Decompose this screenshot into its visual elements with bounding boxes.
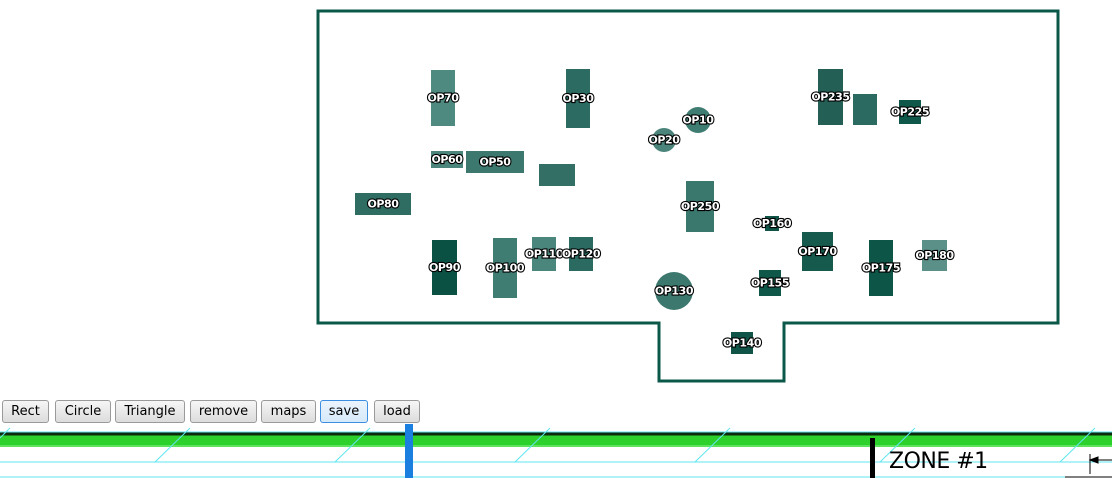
- shape-op60[interactable]: [431, 151, 463, 168]
- maps-button[interactable]: maps: [261, 400, 316, 423]
- shape-label-op225: OP225: [891, 106, 929, 119]
- shape-op235[interactable]: [818, 69, 843, 125]
- shape-label-op110: OP110: [525, 248, 564, 261]
- shape-op140[interactable]: [731, 332, 753, 354]
- shape-op225[interactable]: [899, 100, 921, 124]
- shape-label-op20: OP20: [648, 134, 680, 147]
- shape-label-op130: OP130: [655, 285, 694, 298]
- shape-op110[interactable]: [532, 237, 556, 271]
- remove-button[interactable]: remove: [190, 400, 257, 423]
- shape-label-op50: OP50: [479, 156, 511, 169]
- shape-op50[interactable]: [466, 151, 524, 173]
- shape-unlabeled-a[interactable]: [853, 94, 877, 125]
- track-bar: [0, 433, 1112, 447]
- shape-op70[interactable]: [431, 70, 455, 126]
- shape-label-op160: OP160: [753, 217, 792, 230]
- triangle-button[interactable]: Triangle: [115, 400, 185, 423]
- shape-label-op90: OP90: [429, 261, 461, 274]
- rect-button[interactable]: Rect: [2, 400, 49, 423]
- shape-label-op100: OP100: [486, 262, 525, 275]
- diagonal-guides: [0, 427, 1096, 463]
- dimension-icon: [1065, 454, 1112, 478]
- shape-label-op120: OP120: [562, 248, 601, 261]
- shape-label-op155: OP155: [751, 277, 789, 290]
- shape-label-op70: OP70: [427, 92, 459, 105]
- shape-op30[interactable]: [566, 69, 590, 128]
- zone-divider: [870, 438, 875, 478]
- zone-label: ZONE #1: [889, 449, 988, 474]
- shape-label-op10: OP10: [682, 114, 714, 127]
- shape-op100[interactable]: [493, 238, 517, 298]
- shape-op120[interactable]: [569, 237, 593, 271]
- timeline-track[interactable]: [0, 424, 1112, 478]
- shape-op250[interactable]: [686, 181, 714, 232]
- shape-op80[interactable]: [355, 193, 411, 215]
- shape-op175[interactable]: [869, 240, 893, 296]
- load-button[interactable]: load: [374, 400, 420, 423]
- shape-op20[interactable]: [652, 128, 676, 152]
- shape-label-op170: OP170: [798, 245, 837, 258]
- shape-label-op80: OP80: [367, 198, 399, 211]
- shape-label-op140: OP140: [723, 337, 762, 350]
- shape-label-op235: OP235: [811, 91, 849, 104]
- shape-op160[interactable]: [765, 216, 779, 231]
- shape-label-op175: OP175: [862, 262, 900, 275]
- shape-label-op30: OP30: [562, 92, 594, 105]
- shape-op130[interactable]: [655, 272, 693, 310]
- shape-label-op180: OP180: [915, 249, 954, 262]
- floor-outline: [316, 9, 1060, 383]
- shape-op155[interactable]: [759, 270, 781, 296]
- playhead-marker[interactable]: [405, 424, 413, 478]
- shape-op10[interactable]: [685, 107, 711, 133]
- circle-button[interactable]: Circle: [55, 400, 111, 423]
- save-button[interactable]: save: [320, 400, 368, 423]
- shape-op170[interactable]: [802, 232, 833, 271]
- shape-unlabeled-b[interactable]: [539, 164, 575, 186]
- shape-label-op250: OP250: [681, 200, 720, 213]
- shape-label-op60: OP60: [431, 153, 463, 166]
- shape-op90[interactable]: [432, 240, 457, 295]
- shape-op180[interactable]: [922, 240, 947, 271]
